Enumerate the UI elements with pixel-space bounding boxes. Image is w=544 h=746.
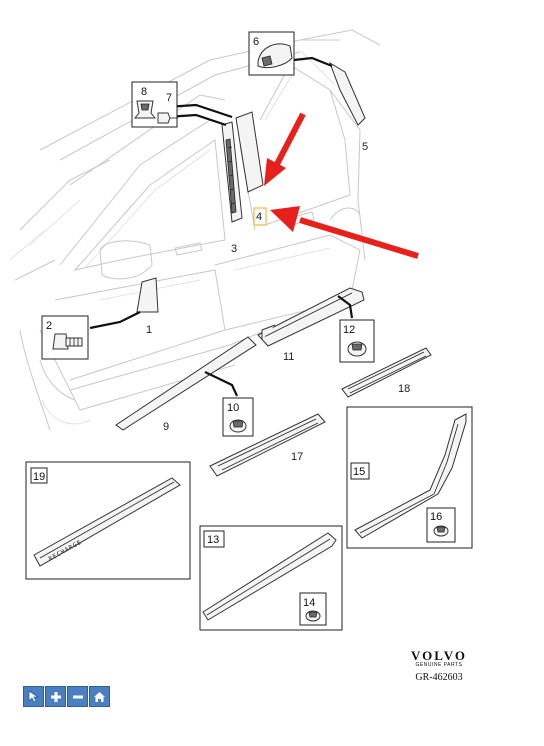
leader-2 bbox=[89, 311, 141, 330]
callout-box-8: 8 7 bbox=[131, 81, 178, 128]
part-1-mirror-cover bbox=[136, 277, 159, 313]
svg-text:16: 16 bbox=[430, 511, 442, 523]
callout-box-2: 2 bbox=[41, 315, 89, 360]
callout-9: 9 bbox=[163, 421, 169, 433]
volvo-brand-block: VOLVO GENUINE PARTS GR-462603 bbox=[400, 648, 478, 683]
svg-text:7: 7 bbox=[166, 92, 172, 104]
home-icon bbox=[93, 691, 106, 703]
leader-12 bbox=[337, 295, 354, 319]
callout-box-10: 10 bbox=[222, 397, 254, 437]
callout-4: 4 bbox=[256, 211, 262, 223]
callout-1: 1 bbox=[146, 324, 152, 336]
leader-10 bbox=[204, 371, 239, 397]
zoom-out-icon bbox=[72, 691, 84, 703]
genuine-parts-label: GENUINE PARTS bbox=[415, 662, 463, 668]
zoom-in-icon bbox=[50, 691, 62, 703]
callout-3: 3 bbox=[231, 243, 237, 255]
part-5-c-pillar-trim bbox=[329, 61, 366, 126]
svg-text:13: 13 bbox=[207, 534, 219, 546]
callout-17: 17 bbox=[291, 451, 303, 463]
leader-6 bbox=[293, 56, 333, 68]
svg-text:2: 2 bbox=[46, 320, 52, 332]
callout-18: 18 bbox=[398, 383, 410, 395]
part-4-pillar-panel bbox=[235, 111, 264, 193]
callout-11: 11 bbox=[283, 351, 294, 363]
svg-text:10: 10 bbox=[227, 402, 239, 414]
callout-5: 5 bbox=[362, 141, 368, 153]
svg-text:15: 15 bbox=[353, 466, 365, 478]
zoom-out-button[interactable] bbox=[67, 686, 88, 707]
part-17-sill-plate bbox=[209, 413, 326, 477]
red-arrow-lower bbox=[270, 206, 419, 259]
part-18-rear-sill-plate bbox=[341, 347, 432, 398]
svg-text:12: 12 bbox=[343, 324, 355, 336]
diagram-reference: GR-462603 bbox=[415, 672, 463, 683]
svg-text:8: 8 bbox=[141, 86, 147, 98]
callout-panel-13: 13 14 bbox=[199, 525, 343, 631]
pointer-icon bbox=[28, 690, 39, 703]
viewer-toolbar bbox=[23, 686, 110, 707]
callout-panel-15: 15 16 bbox=[346, 406, 473, 549]
svg-text:19: 19 bbox=[33, 471, 45, 483]
home-button[interactable] bbox=[89, 686, 110, 707]
svg-text:6: 6 bbox=[253, 36, 259, 48]
zoom-in-button[interactable] bbox=[45, 686, 66, 707]
svg-text:14: 14 bbox=[303, 597, 315, 609]
red-arrow-upper bbox=[264, 112, 306, 186]
part-9-front-door-moulding bbox=[115, 336, 257, 431]
part-11-rocker-moulding bbox=[257, 287, 365, 347]
part-3-b-pillar-trim bbox=[221, 121, 243, 223]
volvo-logo: VOLVO bbox=[411, 648, 467, 663]
pointer-button[interactable] bbox=[23, 686, 44, 707]
callout-box-6: 6 bbox=[248, 31, 295, 76]
callout-box-12: 12 bbox=[339, 319, 375, 363]
callout-4-highlight bbox=[253, 207, 267, 226]
callout-panel-19: 19 RECHARGE bbox=[25, 461, 191, 580]
